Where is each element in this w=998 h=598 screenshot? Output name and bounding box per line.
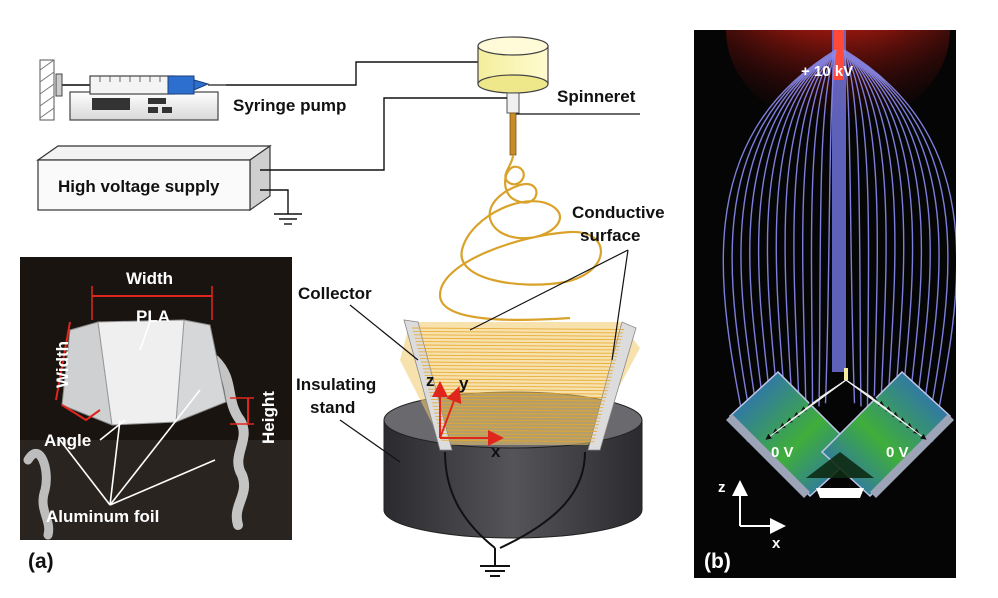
sim-axis-x-label: x [772, 535, 781, 552]
feed-tube [226, 61, 478, 86]
spinneret-reservoir [477, 36, 549, 156]
collector-label: Collector [298, 284, 372, 303]
field-line [740, 49, 837, 436]
collector-fiber [421, 364, 615, 368]
field-line [722, 49, 837, 442]
collector-fiber [424, 375, 612, 378]
panel-b-label: (b) [704, 550, 731, 573]
photo-height-label: Height [259, 391, 278, 444]
voltage-top-label: + 10 kV [801, 63, 853, 80]
collector-fiber [423, 371, 613, 375]
collector-fiber [438, 426, 598, 429]
field-line [843, 49, 896, 420]
collector-fiber [438, 429, 598, 432]
collector-fiber [435, 415, 601, 419]
photo-pla-label: PLA [136, 307, 170, 326]
collector-fiber [420, 358, 616, 361]
field-line [843, 49, 931, 433]
field-arrow [845, 379, 927, 440]
syringe-pump-label: Syringe pump [233, 96, 346, 115]
collector-assembly [400, 319, 640, 451]
field-line [757, 49, 837, 429]
simulation-axes [732, 480, 786, 534]
conductive-surface-label-1: Conductive [572, 203, 665, 222]
conductive-surface-label-2: surface [580, 226, 640, 245]
field-line [843, 49, 923, 429]
panel-a-label: (a) [28, 550, 54, 573]
collector-fiber [436, 419, 600, 422]
field-line [818, 49, 837, 407]
stand-ground [444, 451, 586, 577]
field-line [784, 49, 837, 420]
collector-fiber [437, 422, 599, 426]
field-line [802, 49, 837, 413]
field-line [749, 49, 837, 433]
field-line [766, 49, 837, 426]
high-voltage-supply-label: High voltage supply [58, 177, 220, 196]
field-line [843, 49, 887, 417]
field-line [843, 49, 914, 426]
collector-fiber [422, 368, 614, 371]
high-voltage-supply-box [36, 144, 272, 212]
field-simulation [694, 30, 956, 578]
collector-fiber [432, 405, 604, 409]
syringe-pump-group [39, 59, 226, 121]
field-line [843, 49, 905, 423]
axis-x-label: x [491, 442, 501, 461]
collector-fiber [416, 344, 620, 347]
insulating-stand-label-1: Insulating [296, 375, 376, 394]
collector-fiber [426, 381, 610, 385]
field-line [775, 49, 837, 423]
collector-axes [432, 381, 504, 446]
collector-fiber [417, 347, 619, 351]
field-line [843, 49, 949, 439]
field-line [843, 49, 870, 410]
field-line [793, 49, 837, 417]
sim-axis-z-label: z [718, 479, 726, 496]
collector-fiber [433, 409, 603, 412]
voltage-left-label: 0 V [771, 444, 794, 461]
axis-y-label: y [459, 374, 469, 393]
axis-z-label: z [426, 371, 435, 390]
field-line [810, 49, 837, 410]
collector-fiber [419, 354, 617, 358]
collector-fiber [414, 337, 622, 341]
collector-fiber [418, 351, 618, 354]
ground-symbol [260, 189, 302, 225]
insulating-stand-label-2: stand [310, 398, 355, 417]
collector-fiber [427, 385, 609, 388]
field-line [824, 49, 837, 404]
collector-fiber [434, 412, 602, 415]
field-line [843, 49, 862, 407]
field-line [843, 49, 940, 436]
collector-fiber [441, 439, 595, 443]
field-line [843, 49, 956, 442]
field-line [843, 49, 856, 404]
photo-width-side-label: Width [53, 341, 72, 388]
photo-angle-label: Angle [44, 431, 91, 450]
collector-fiber [411, 327, 625, 330]
voltage-right-label: 0 V [886, 444, 909, 461]
collector-fiber [415, 341, 621, 344]
high-voltage-wire [260, 97, 507, 171]
collector-fiber [412, 330, 624, 334]
fiber-jet [438, 154, 602, 321]
spinneret-label: Spinneret [557, 87, 636, 106]
photo-width-top-label: Width [126, 269, 173, 288]
collector-fiber [420, 361, 616, 364]
collector-fiber [425, 378, 611, 381]
photo-annotations [55, 286, 254, 506]
collector-fiber [439, 432, 597, 436]
photo-aluminum-foil-label: Aluminum foil [46, 507, 159, 526]
field-line [843, 49, 878, 413]
field-line [731, 49, 837, 439]
collector-fiber [413, 334, 623, 337]
field-arrow [765, 379, 847, 440]
